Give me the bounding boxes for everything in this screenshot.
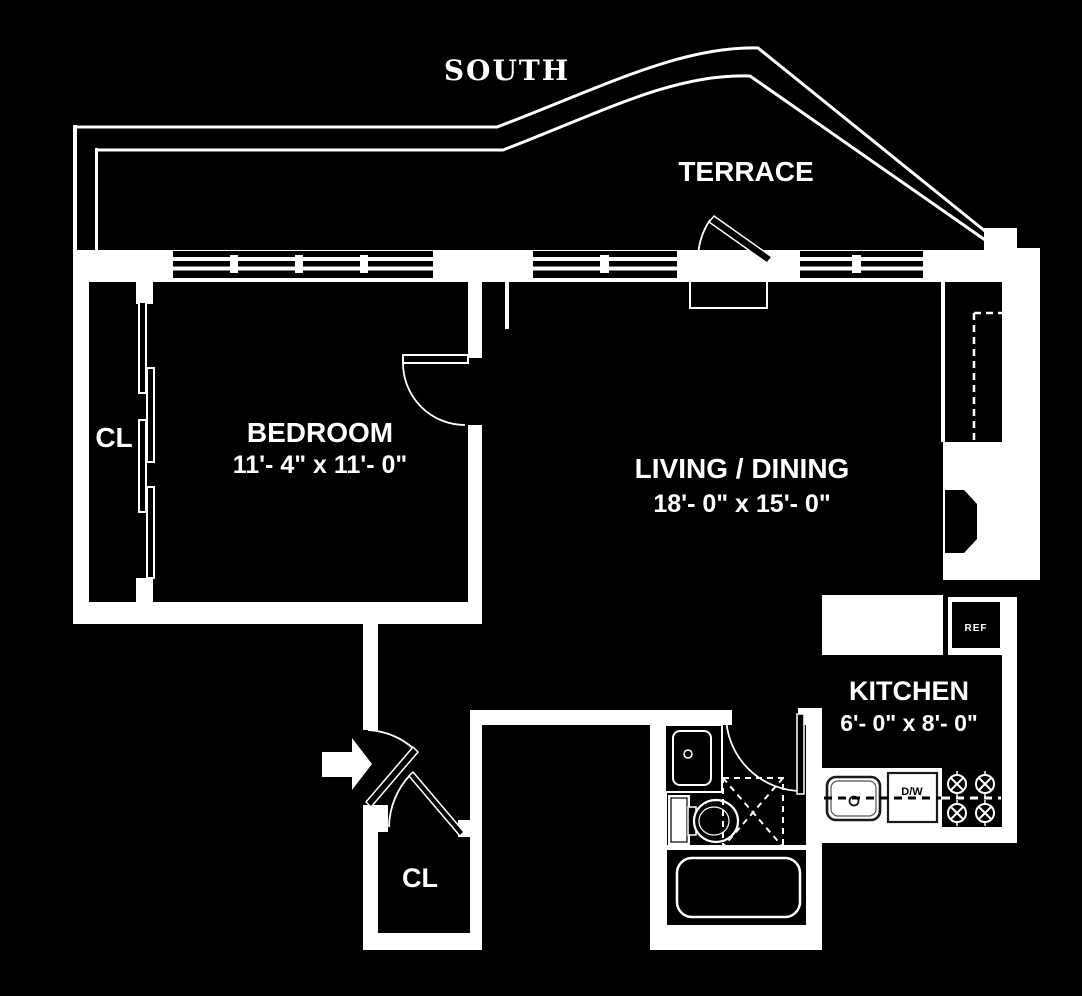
closet-label-entry: CL: [402, 863, 438, 893]
stove-icon: [942, 768, 1002, 827]
bedroom-label: BEDROOM: [247, 417, 393, 448]
shaft-dashed-lines: [972, 311, 1002, 442]
sliding-door-icon: [138, 301, 155, 579]
bedroom-window-icon: [173, 251, 433, 278]
bathtub-icon: [667, 850, 806, 925]
closet-door-icon: [388, 770, 466, 838]
entry-door-icon: [364, 729, 420, 809]
living-label: LIVING / DINING: [635, 453, 850, 484]
living-dims: 18'- 0" x 15'- 0": [653, 490, 830, 518]
bedroom-dims: 11'- 4" x 11'- 0": [233, 451, 408, 479]
refrigerator-icon: [952, 602, 1000, 648]
column-icon: [945, 490, 977, 553]
living-window-right-icon: [800, 251, 923, 278]
kitchen-label: KITCHEN: [849, 676, 969, 706]
bathroom-door-icon: [725, 713, 805, 795]
shower-icon: [722, 777, 784, 848]
closet-label-bedroom: CL: [95, 422, 132, 453]
kitchen-dims: 6'- 0" x 8'- 0": [840, 710, 978, 736]
dishwasher-label: D/W: [901, 786, 923, 798]
bathroom-sink-icon: [664, 724, 723, 793]
bedroom-door-icon: [402, 354, 469, 426]
refrigerator-label: REF: [965, 623, 988, 634]
toilet-icon: [668, 795, 740, 845]
terrace-label: TERRACE: [678, 156, 813, 187]
entry-arrow-icon: [322, 738, 372, 790]
terrace-door-icon: [689, 214, 774, 309]
orientation-label: SOUTH: [444, 54, 570, 87]
living-window-left-icon: [533, 251, 677, 278]
